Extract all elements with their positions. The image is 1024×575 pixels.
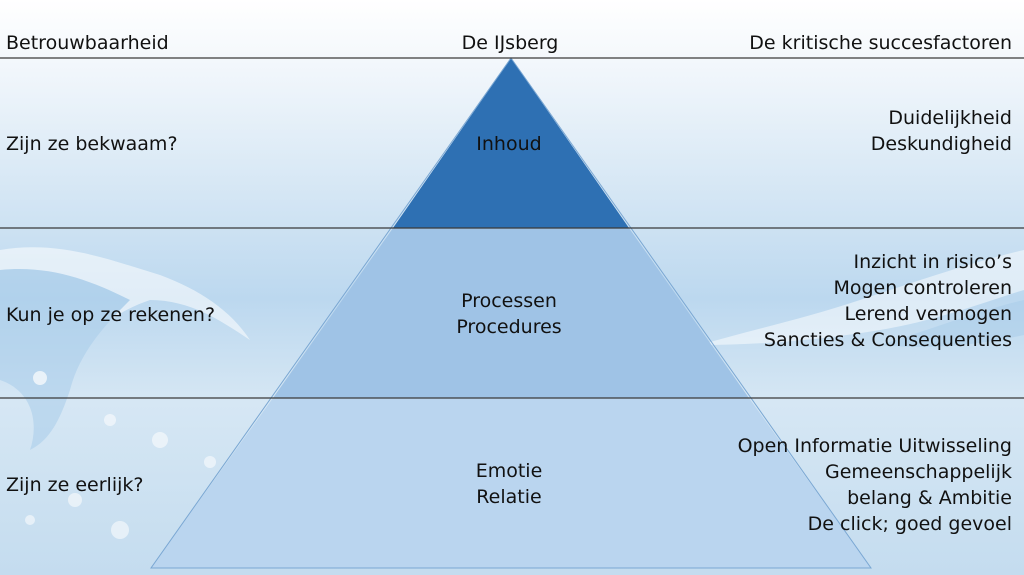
factor-item: Lerend vermogen	[844, 303, 1012, 325]
row-2-factors: Inzicht in risico’s Mogen controleren Le…	[764, 249, 1012, 353]
factor-item: Deskundigheid	[870, 133, 1012, 155]
pyramid-bottom-layer	[151, 398, 871, 568]
row-3-layer-label: Emotie Relatie	[359, 458, 659, 510]
pyramid-middle-layer	[273, 228, 749, 398]
layer-label-line: Inhoud	[476, 133, 542, 155]
factor-item: Inzicht in risico’s	[853, 251, 1012, 273]
water-splash-left	[0, 247, 250, 539]
row-1-layer-label: Inhoud	[359, 131, 659, 157]
layer-label-line: Processen	[461, 290, 557, 312]
layer-label-line: Procedures	[456, 316, 562, 338]
factor-item: Sancties & Consequenties	[763, 329, 1012, 351]
row-1-factors: Duidelijkheid Deskundigheid	[871, 105, 1012, 157]
header-right-title: De kritische succesfactoren	[749, 32, 1012, 54]
factor-item: Open Informatie Uitwisseling	[737, 435, 1012, 457]
pyramid-top-layer	[393, 58, 629, 228]
layer-label-line: Emotie	[475, 460, 543, 482]
pyramid-outline	[150, 57, 872, 569]
row-2-layer-label: Processen Procedures	[359, 288, 659, 340]
header-center-title: De IJsberg	[461, 32, 559, 54]
factor-item: Duidelijkheid	[888, 107, 1012, 129]
water-splash-right	[700, 250, 1024, 347]
factor-item: Gemeenschappelijk	[824, 461, 1012, 483]
row-2-question: Kun je op ze rekenen?	[6, 304, 216, 326]
factor-item: De click; goed gevoel	[807, 513, 1012, 535]
factor-item: belang & Ambitie	[847, 487, 1012, 509]
row-3-question: Zijn ze eerlijk?	[6, 474, 144, 496]
header-left-title: Betrouwbaarheid	[6, 32, 169, 54]
row-1-question: Zijn ze bekwaam?	[6, 133, 178, 155]
layer-label-line: Relatie	[476, 486, 542, 508]
row-3-factors: Open Informatie Uitwisseling Gemeenschap…	[738, 433, 1012, 537]
factor-item: Mogen controleren	[833, 277, 1012, 299]
